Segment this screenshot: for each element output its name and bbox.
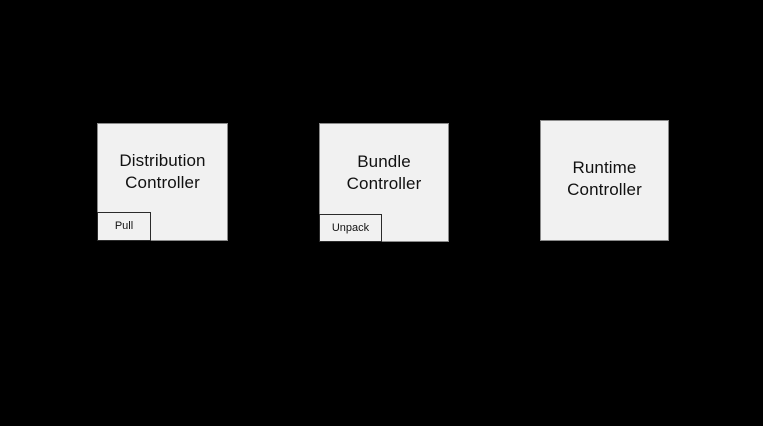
subnode-pull[interactable]: Pull (97, 212, 151, 241)
node-bundle-controller-label: Bundle Controller (346, 151, 422, 193)
subnode-unpack[interactable]: Unpack (319, 214, 382, 242)
subnode-unpack-label: Unpack (331, 221, 370, 234)
node-runtime-controller[interactable]: Runtime Controller (540, 120, 669, 241)
subnode-pull-label: Pull (114, 220, 134, 232)
node-distribution-controller-label: Distribution Controller (119, 151, 206, 192)
node-runtime-controller-label: Runtime Controller (567, 157, 642, 199)
